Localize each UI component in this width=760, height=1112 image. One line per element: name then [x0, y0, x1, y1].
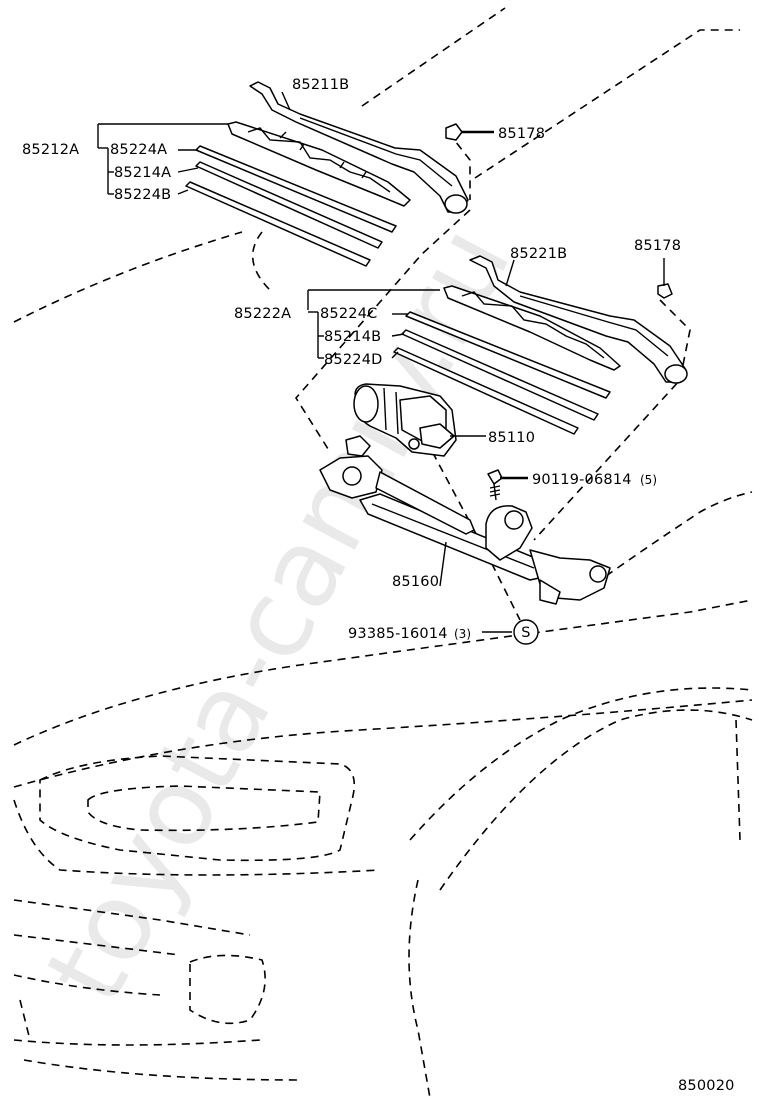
label-85214A: 85214A — [114, 165, 171, 181]
wiper-arm-upper — [249, 81, 469, 214]
diagram-code: 850020 — [678, 1078, 735, 1094]
label-85222A: 85222A — [234, 306, 291, 322]
label-bolt-qty: (5) — [640, 473, 657, 487]
label-screw-93385: 93385-16014 — [348, 626, 448, 642]
label-bolt-90119: 90119-06814 — [532, 472, 632, 488]
label-85211B: 85211B — [292, 77, 349, 93]
label-85212A: 85212A — [22, 142, 79, 158]
leader-lines — [97, 91, 665, 633]
label-85224B: 85224B — [114, 187, 171, 203]
label-85224C: 85224C — [320, 306, 377, 322]
label-85160: 85160 — [392, 574, 439, 590]
wiper-motor — [353, 383, 457, 457]
bolt-90119 — [487, 469, 503, 501]
wiper-blade-lower — [393, 285, 621, 435]
s-symbol-circle — [513, 619, 539, 645]
label-screw-qty: (3) — [454, 627, 471, 641]
wiper-arm-lower — [469, 255, 688, 384]
car-body-outline — [13, 7, 753, 1099]
watermark: toyota-camry.ru — [23, 207, 536, 1022]
label-85224A: 85224A — [110, 142, 167, 158]
label-85178-upper: 85178 — [498, 126, 545, 142]
label-85221B: 85221B — [510, 246, 567, 262]
wiper-linkage — [319, 435, 611, 605]
s-symbol-text: S — [521, 625, 530, 641]
assembly-dashed-lines — [295, 131, 691, 621]
label-85224D: 85224D — [324, 352, 383, 368]
wiper-blade-upper — [185, 121, 411, 267]
label-85214B: 85214B — [324, 329, 381, 345]
label-85110: 85110 — [488, 430, 535, 446]
label-85178-lower: 85178 — [634, 238, 681, 254]
